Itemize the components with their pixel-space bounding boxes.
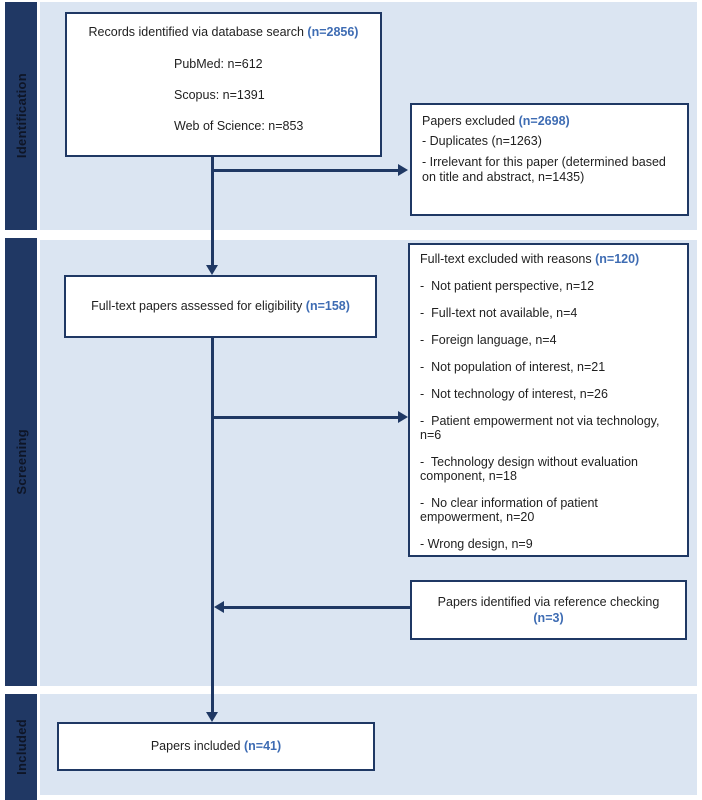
- included-stage-bar: Included: [5, 694, 37, 800]
- records-count: (n=2856): [307, 25, 359, 39]
- database-source-line: PubMed: n=612: [174, 57, 263, 71]
- reference-to-main-connector: [224, 606, 410, 609]
- fulltext-assessed-label: Full-text papers assessed for eligibilit…: [91, 299, 303, 313]
- fulltext-assessed-count: (n=158): [305, 299, 350, 313]
- screening-stage-bar: Screening: [5, 238, 37, 686]
- papers-excluded-box: Papers excluded (n=2698) - Duplicates (n…: [410, 103, 689, 216]
- exclusion-reason-line: - No clear information of patient empowe…: [420, 496, 602, 524]
- reference-checking-label: Papers identified via reference checking: [437, 595, 660, 609]
- records-identified-title: Records identified via database search (…: [88, 25, 359, 39]
- fulltext-to-included-connector: [211, 338, 214, 713]
- exclusion-reason-line: - Foreign language, n=4: [420, 333, 557, 347]
- exclusion-reason-line: - Patient empowerment not via technology…: [420, 414, 663, 442]
- reference-checking-count: (n=3): [533, 611, 564, 625]
- papers-excluded-title: Papers excluded (n=2698): [422, 114, 570, 128]
- fulltext-to-reasons-connector: [213, 416, 399, 419]
- exclusion-reason-line: - Wrong design, n=9: [420, 537, 533, 551]
- exclusion-reason-line: - Technology design without evaluation c…: [420, 455, 642, 483]
- papers-included-label: Papers included: [150, 739, 241, 753]
- excluded-reason-line: - Duplicates (n=1263): [422, 134, 542, 148]
- arrow-left-icon: [214, 601, 224, 613]
- database-source-line: Scopus: n=1391: [174, 88, 265, 102]
- exclusion-reason-list: - Not patient perspective, n=12 - Full-te…: [420, 279, 677, 551]
- papers-included-count: (n=41): [243, 739, 282, 753]
- exclusion-reason-line: - Not population of interest, n=21: [420, 360, 606, 374]
- identification-stage-bar: Identification: [5, 2, 37, 230]
- fulltext-excluded-box: Full-text excluded with reasons (n=120) …: [408, 243, 689, 557]
- fulltext-excluded-title: Full-text excluded with reasons (n=120): [420, 252, 640, 266]
- fulltext-assessed-box: Full-text papers assessed for eligibilit…: [64, 275, 377, 338]
- excluded-reason-line: - Irrelevant for this paper (determined …: [422, 154, 670, 185]
- arrow-down-icon: [206, 265, 218, 275]
- included-stage-label: Included: [13, 719, 29, 775]
- records-identified-box: Records identified via database search (…: [65, 12, 382, 157]
- arrow-down-icon: [206, 712, 218, 722]
- exclusion-reason-line: - Full-text not available, n=4: [420, 306, 578, 320]
- papers-excluded-count: (n=2698): [518, 114, 570, 128]
- papers-excluded-list: - Duplicates (n=1263) - Irrelevant for th…: [422, 134, 669, 186]
- screening-stage-label: Screening: [13, 429, 29, 495]
- papers-included-box: Papers included (n=41): [57, 722, 375, 771]
- exclusion-reason-line: - Not technology of interest, n=26: [420, 387, 608, 401]
- fulltext-excluded-count: (n=120): [595, 252, 640, 266]
- arrow-right-icon: [398, 164, 408, 176]
- records-to-fulltext-connector: [211, 157, 214, 266]
- reference-checking-box: Papers identified via reference checking…: [410, 580, 687, 640]
- identification-stage-label: Identification: [13, 73, 29, 159]
- records-to-excluded-connector: [213, 169, 399, 172]
- exclusion-reason-line: - Not patient perspective, n=12: [420, 279, 595, 293]
- arrow-right-icon: [398, 411, 408, 423]
- database-source-line: Web of Science: n=853: [174, 119, 304, 133]
